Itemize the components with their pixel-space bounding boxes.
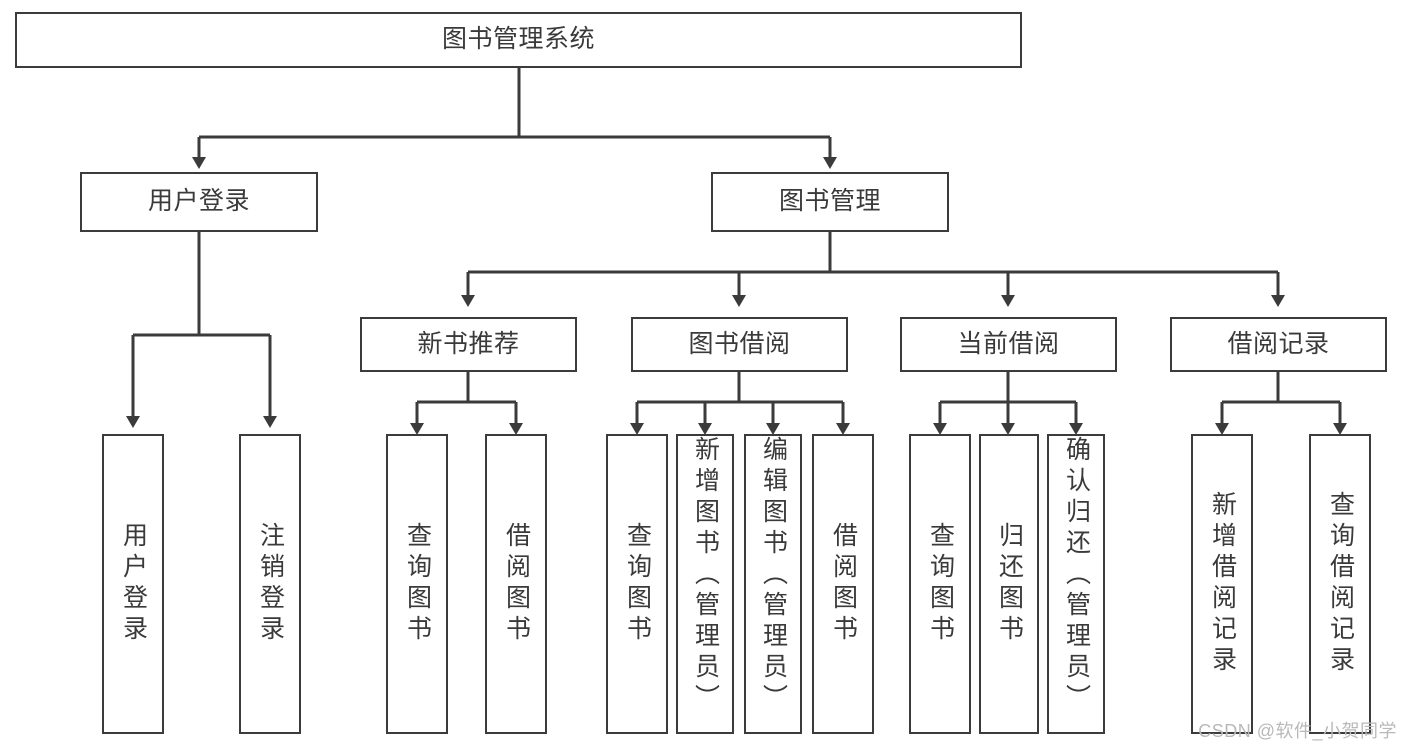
node-book-borrow[interactable]: 图书借阅	[631, 317, 848, 372]
node-leaf-query-record-label: 查询借阅记录	[1326, 491, 1355, 677]
node-leaf-query-record[interactable]: 查询借阅记录	[1309, 434, 1371, 734]
node-leaf-add-record[interactable]: 新增借阅记录	[1191, 434, 1253, 734]
node-leaf-borrow-book-1[interactable]: 借阅图书	[485, 434, 547, 734]
node-leaf-logout-label: 注销登录	[256, 522, 285, 646]
node-leaf-user-login-label: 用户登录	[119, 522, 148, 646]
node-book-manage-label: 图书管理	[778, 187, 881, 216]
node-leaf-borrow-book-2[interactable]: 借阅图书	[812, 434, 874, 734]
node-leaf-borrow-book-1-label: 借阅图书	[502, 522, 531, 646]
node-current-borrow-label: 当前借阅	[957, 329, 1060, 358]
node-leaf-add-book[interactable]: 新增图书（管理员）	[676, 434, 734, 734]
node-leaf-edit-book[interactable]: 编辑图书（管理员）	[744, 434, 802, 734]
node-leaf-add-book-label: 新增图书（管理员）	[691, 436, 720, 715]
node-leaf-return-book-label: 归还图书	[995, 522, 1024, 646]
node-new-book-recommend-label: 新书推荐	[417, 329, 520, 358]
node-leaf-return-book[interactable]: 归还图书	[979, 434, 1039, 734]
node-user-login[interactable]: 用户登录	[80, 172, 318, 232]
node-leaf-edit-book-label: 编辑图书（管理员）	[759, 436, 788, 715]
node-leaf-query-book-2[interactable]: 查询图书	[606, 434, 668, 734]
node-root[interactable]: 图书管理系统	[15, 12, 1022, 68]
node-book-borrow-label: 图书借阅	[688, 329, 791, 358]
node-new-book-recommend[interactable]: 新书推荐	[360, 317, 577, 372]
node-root-label: 图书管理系统	[441, 25, 595, 54]
watermark-label: CSDN @软件_小贺同学	[1198, 721, 1397, 741]
node-current-borrow[interactable]: 当前借阅	[900, 317, 1117, 372]
node-leaf-query-book-3[interactable]: 查询图书	[909, 434, 971, 734]
node-book-manage[interactable]: 图书管理	[711, 172, 949, 232]
node-leaf-query-book-2-label: 查询图书	[623, 522, 652, 646]
node-leaf-confirm-return-label: 确认归还（管理员）	[1062, 436, 1091, 715]
node-leaf-confirm-return[interactable]: 确认归还（管理员）	[1047, 434, 1105, 734]
node-borrow-record-label: 借阅记录	[1227, 329, 1330, 358]
node-leaf-query-book-1-label: 查询图书	[403, 522, 432, 646]
node-leaf-query-book-3-label: 查询图书	[926, 522, 955, 646]
node-leaf-add-record-label: 新增借阅记录	[1208, 491, 1237, 677]
node-leaf-borrow-book-2-label: 借阅图书	[829, 522, 858, 646]
node-leaf-user-login[interactable]: 用户登录	[102, 434, 164, 734]
node-user-login-label: 用户登录	[147, 187, 250, 216]
node-leaf-logout[interactable]: 注销登录	[239, 434, 301, 734]
node-leaf-query-book-1[interactable]: 查询图书	[386, 434, 448, 734]
node-borrow-record[interactable]: 借阅记录	[1170, 317, 1387, 372]
